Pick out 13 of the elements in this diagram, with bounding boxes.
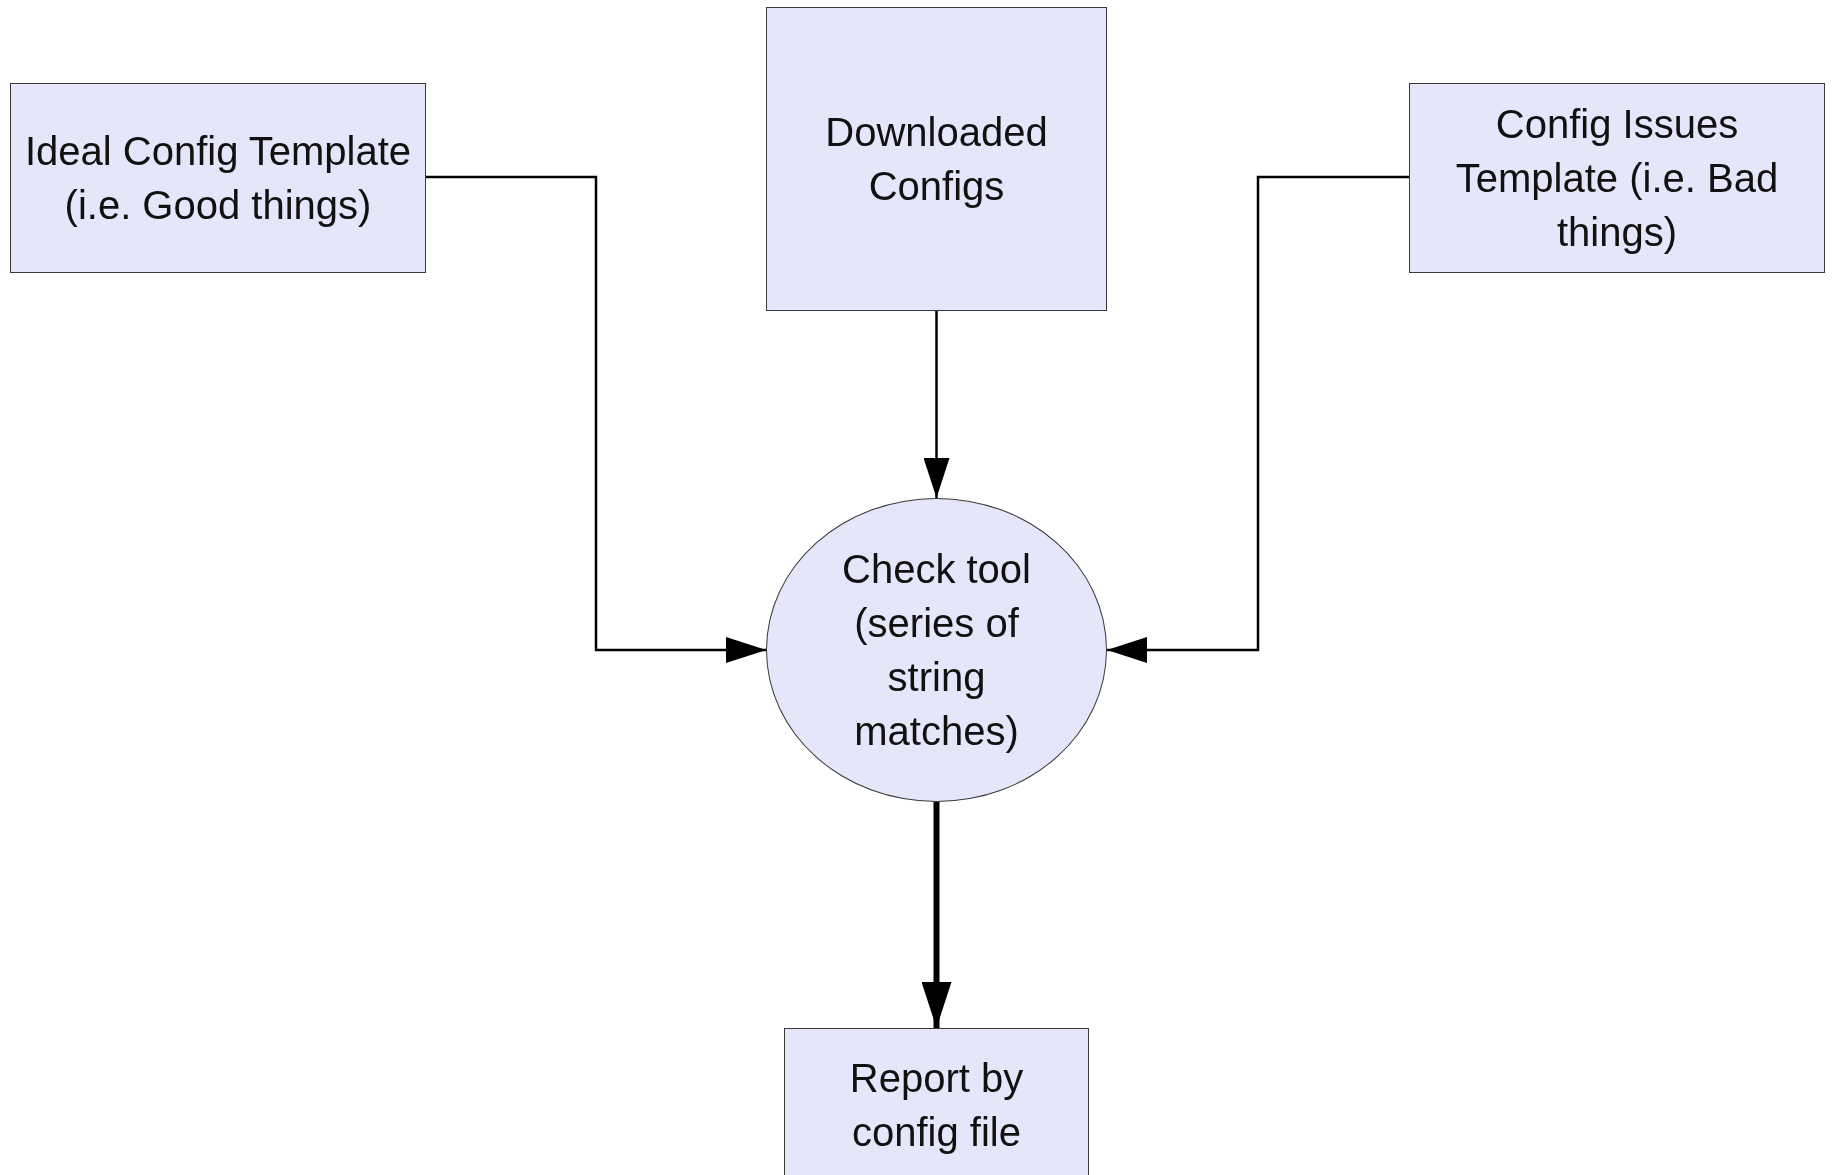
process-box	[1409, 83, 1825, 273]
node-label: Ideal Config Template (i.e. Good things)	[23, 128, 413, 229]
node-label: Check tool (series of string matches)	[841, 546, 1032, 755]
process-box	[10, 83, 426, 273]
arrow	[1107, 175, 1409, 663]
node-label: Config Issues Template (i.e. Bad things)	[1454, 101, 1780, 256]
process-box	[784, 1028, 1089, 1175]
node-label: Downloaded Configs	[824, 109, 1049, 210]
arrow	[426, 175, 766, 663]
arrow	[923, 311, 950, 498]
process-box	[766, 7, 1107, 311]
arrow	[921, 802, 952, 1028]
node-label: Report by config file	[848, 1055, 1025, 1156]
